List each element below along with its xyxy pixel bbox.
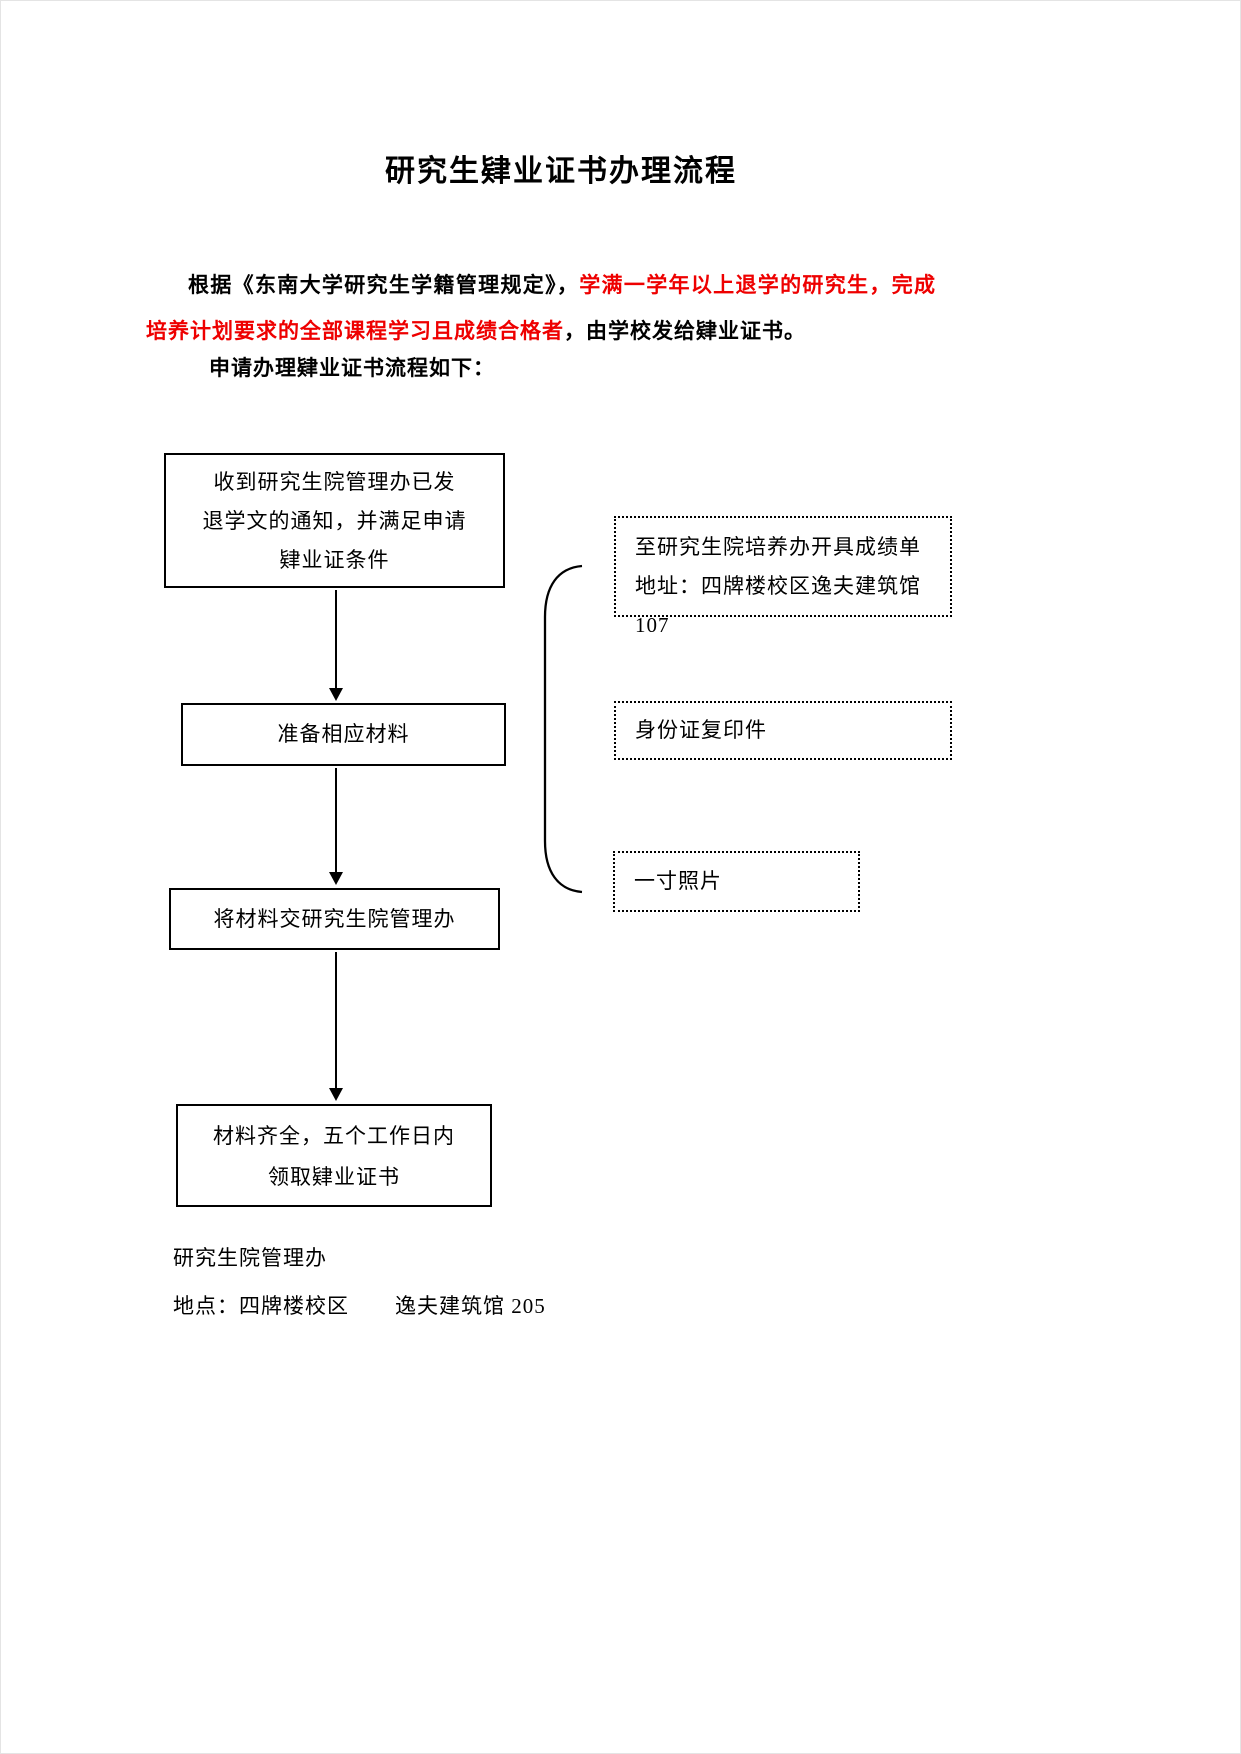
material-id-copy-label: 身份证复印件 — [635, 718, 767, 742]
material-transcript-line-2: 地址：四牌楼校区逸夫建筑馆 107 — [635, 574, 921, 637]
intro-text-black-1: 根据《东南大学研究生学籍管理规定》， — [188, 274, 580, 297]
materials-brace-icon — [543, 564, 583, 894]
flow-step-3-box: 将材料交研究生院管理办 — [169, 888, 500, 950]
footer-office-name: 研究生院管理办 — [173, 1246, 327, 1270]
flow-step-2-box: 准备相应材料 — [181, 703, 506, 766]
footer-location-line: 地点：四牌楼校区 逸夫建筑馆 205 — [173, 1291, 546, 1321]
flow-step-2-label: 准备相应材料 — [277, 722, 410, 746]
intro-text-black-2: ，由学校发给肄业证书。 — [564, 320, 806, 343]
flow-step-3-label: 将材料交研究生院管理办 — [213, 907, 456, 931]
arrow-head-icon — [329, 688, 343, 701]
arrow-shaft — [335, 590, 337, 688]
arrow-head-icon — [329, 1088, 343, 1101]
flow-arrow-1 — [329, 590, 343, 701]
page-title: 研究生肄业证书办理流程 — [385, 155, 737, 188]
material-photo-box: 一寸照片 — [613, 851, 860, 912]
footer-location-building: 逸夫建筑馆 205 — [395, 1294, 546, 1318]
arrow-shaft — [335, 952, 337, 1088]
flow-intro-line: 申请办理肄业证书流程如下： — [209, 357, 495, 380]
intro-paragraph: 根据《东南大学研究生学籍管理规定》，学满一学年以上退学的研究生，完成培养计划要求… — [146, 263, 936, 355]
material-photo-label: 一寸照片 — [634, 869, 722, 893]
arrow-shaft — [335, 768, 337, 872]
flow-step-1-box: 收到研究生院管理办已发 退学文的通知，并满足申请 肄业证条件 — [164, 453, 505, 588]
flow-arrow-3 — [329, 952, 343, 1101]
material-id-copy-box: 身份证复印件 — [614, 701, 952, 760]
arrow-head-icon — [329, 872, 343, 885]
footer-location-campus: 地点：四牌楼校区 — [173, 1294, 349, 1318]
flow-step-1-line-1: 收到研究生院管理办已发 — [213, 470, 456, 494]
flow-step-1-line-2: 退学文的通知，并满足申请 — [202, 509, 467, 533]
flow-arrow-2 — [329, 768, 343, 885]
flow-step-4-line-1: 材料齐全，五个工作日内 — [213, 1124, 455, 1148]
flow-step-4-line-2: 领取肄业证书 — [268, 1165, 400, 1189]
flow-step-4-box: 材料齐全，五个工作日内 领取肄业证书 — [176, 1104, 492, 1207]
flow-step-1-line-3: 肄业证条件 — [279, 548, 390, 572]
material-transcript-line-1: 至研究生院培养办开具成绩单 — [635, 535, 921, 559]
intro-text-red-highlight: 学满一学年以上退学的研究生，完成培养计划要求的全部课程学习且成绩合格者 — [146, 274, 937, 343]
material-transcript-box: 至研究生院培养办开具成绩单 地址：四牌楼校区逸夫建筑馆 107 — [614, 516, 952, 637]
